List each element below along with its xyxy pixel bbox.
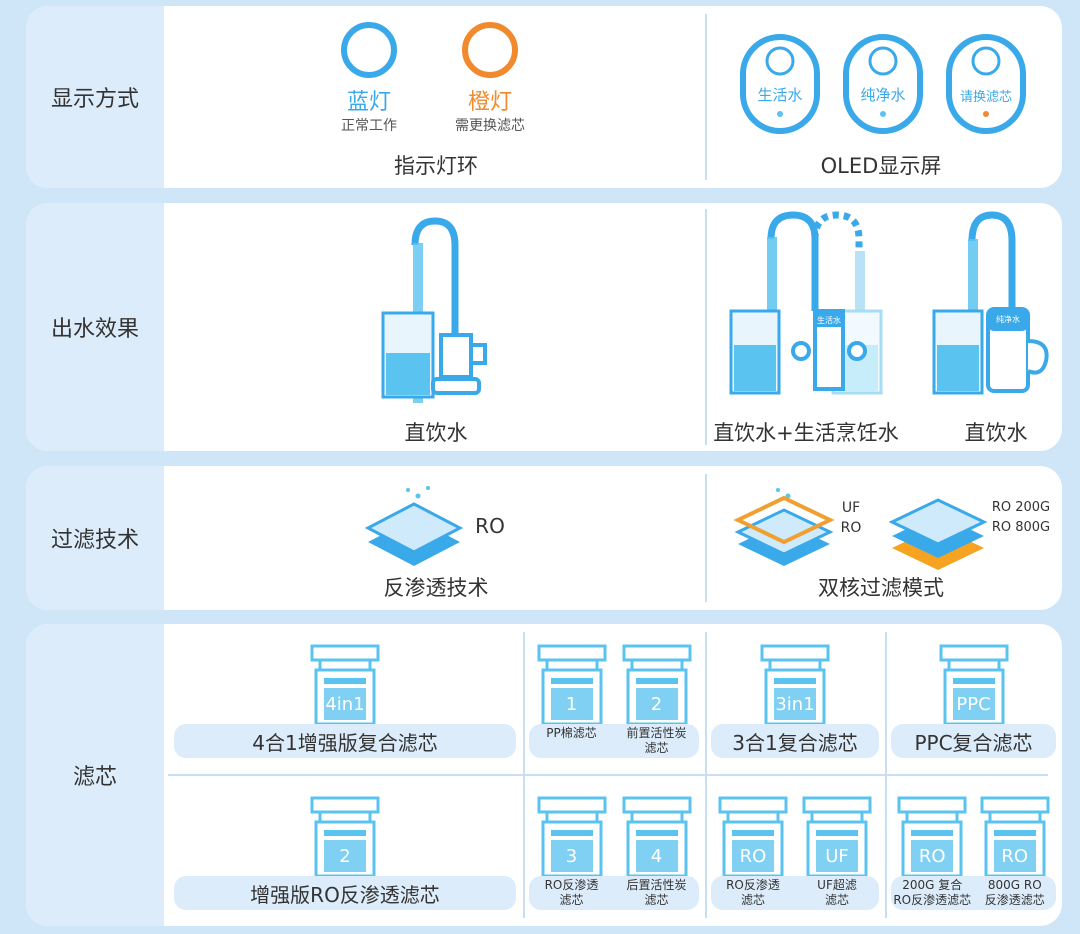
ro-200g-800g-membrane-icon xyxy=(888,498,988,570)
cartridge-caption: 增强版RO反渗透滤芯 xyxy=(174,876,516,910)
filter-cartridge-icon xyxy=(760,644,830,726)
row-label-cartridge: 滤芯 xyxy=(26,624,164,926)
divider xyxy=(705,632,707,918)
filter-tech-caption-right: 双核过滤模式 xyxy=(818,576,944,600)
row-label-filter-tech: 过滤技术 xyxy=(26,466,164,610)
water-caption-right: 直饮水 xyxy=(964,421,1028,445)
cartridge-caption: PPC复合滤芯 xyxy=(891,724,1056,758)
water-caption-mid: 直饮水+生活烹饪水 xyxy=(713,421,899,445)
cartridge-number-label: 2 xyxy=(339,846,351,867)
cartridge-caption: 200G 复合 RO反渗透滤芯 xyxy=(893,878,972,907)
cartridge-caption: 4合1增强版复合滤芯 xyxy=(174,724,516,758)
divider xyxy=(885,632,887,918)
cartridge-caption-bg xyxy=(891,876,1056,910)
divider xyxy=(523,632,525,918)
cartridge-caption: 800G RO 反渗透滤芯 xyxy=(984,878,1045,907)
blue-light-sub: 正常工作 xyxy=(341,118,397,134)
cartridge-number-label: 3 xyxy=(565,846,578,867)
oled-text: 生活水 xyxy=(757,86,803,104)
oled-badge-icon xyxy=(740,34,820,134)
display-panel: 显示方式 蓝灯 正常工作 橙灯 需更换滤芯 指示灯环 生活水 纯净水 请换滤芯 … xyxy=(26,6,1062,188)
orange-light-sub: 需更换滤芯 xyxy=(455,118,525,134)
cartridge-caption: RO反渗透 滤芯 xyxy=(726,878,780,907)
row-label-display: 显示方式 xyxy=(26,6,164,188)
blue-ring-icon xyxy=(341,22,397,78)
filter-tech-caption-left: 反渗透技术 xyxy=(383,576,489,600)
cartridge-number-label: 4 xyxy=(650,846,663,867)
cartridge-caption-bg xyxy=(529,724,699,758)
cartridge-number-label: RO xyxy=(1001,846,1029,867)
ro-800g-label: RO 800G xyxy=(991,520,1051,535)
filter-cartridge-icon xyxy=(622,644,691,726)
faucet-illustration xyxy=(381,217,487,403)
filter-tech-panel: 过滤技术 RO 反渗透技术 UF RO RO 200G RO 800G 双核过滤… xyxy=(26,466,1062,610)
cartridge-number-label: RO xyxy=(918,846,946,867)
filter-cartridge-icon xyxy=(310,796,380,878)
uf-ro-membrane-icon xyxy=(733,488,835,566)
oled-caption: OLED显示屏 xyxy=(820,154,942,178)
filter-cartridge-icon xyxy=(802,796,872,878)
filter-cartridge-icon xyxy=(718,796,788,878)
cartridge-caption: 3合1复合滤芯 xyxy=(711,724,879,758)
cartridge-caption: PP棉滤芯 xyxy=(546,726,597,740)
cartridge-caption: UF超滤 滤芯 xyxy=(817,878,857,907)
cartridge-number-label: PPC xyxy=(956,694,991,715)
cartridge-caption: 前置活性炭 滤芯 xyxy=(626,726,687,755)
cartridge-caption-bg xyxy=(711,876,879,910)
ro-membrane-icon xyxy=(364,486,464,566)
filter-cartridge-icon xyxy=(939,644,1008,726)
cartridge-caption-bg xyxy=(529,876,699,910)
oled-text: 请换滤芯 xyxy=(959,90,1012,105)
dual-faucet-illustration xyxy=(729,211,883,395)
oled-badge-icon xyxy=(946,34,1026,134)
indicator-ring-caption: 指示灯环 xyxy=(394,154,478,178)
orange-light-title: 橙灯 xyxy=(467,90,512,115)
oled-badge-icon xyxy=(843,34,923,134)
faucet-screen-label: 生活水 xyxy=(817,316,841,325)
cartridge-caption: 后置活性炭 滤芯 xyxy=(626,878,687,907)
divider xyxy=(705,14,707,180)
ro-label: RO xyxy=(475,514,505,538)
cartridge-number-label: 1 xyxy=(565,694,578,715)
water-caption-left: 直饮水 xyxy=(404,421,468,445)
cartridge-number-label: UF xyxy=(825,846,849,867)
filter-cartridge-icon xyxy=(310,644,380,726)
faucet-screen-label: 纯净水 xyxy=(996,315,1020,324)
orange-ring-icon xyxy=(462,22,518,78)
filter-cartridge-icon xyxy=(980,796,1050,878)
oled-text: 纯净水 xyxy=(860,86,906,104)
cartridge-caption: RO反渗透 滤芯 xyxy=(544,878,599,907)
ro-200g-label: RO 200G xyxy=(991,500,1051,515)
ro-sub-label: RO xyxy=(840,520,862,536)
divider xyxy=(705,209,707,445)
filter-cartridge-icon xyxy=(897,796,967,878)
blue-light-title: 蓝灯 xyxy=(346,90,391,115)
divider xyxy=(705,474,707,602)
uf-label: UF xyxy=(841,500,861,516)
water-panel: 出水效果 直饮水 生活水 直饮水+生活烹饪水 纯净水 xyxy=(26,203,1062,451)
cartridge-number-label: 4in1 xyxy=(325,694,365,715)
cartridge-number-label: RO xyxy=(739,846,767,867)
cartridge-number-label: 2 xyxy=(650,694,663,715)
filter-cartridge-icon xyxy=(537,644,606,726)
oled-faucet-illustration xyxy=(932,211,1049,395)
row-label-water: 出水效果 xyxy=(26,203,164,451)
divider xyxy=(168,774,1048,776)
filter-cartridge-icon xyxy=(537,796,606,878)
cartridge-number-label: 3in1 xyxy=(775,694,815,715)
